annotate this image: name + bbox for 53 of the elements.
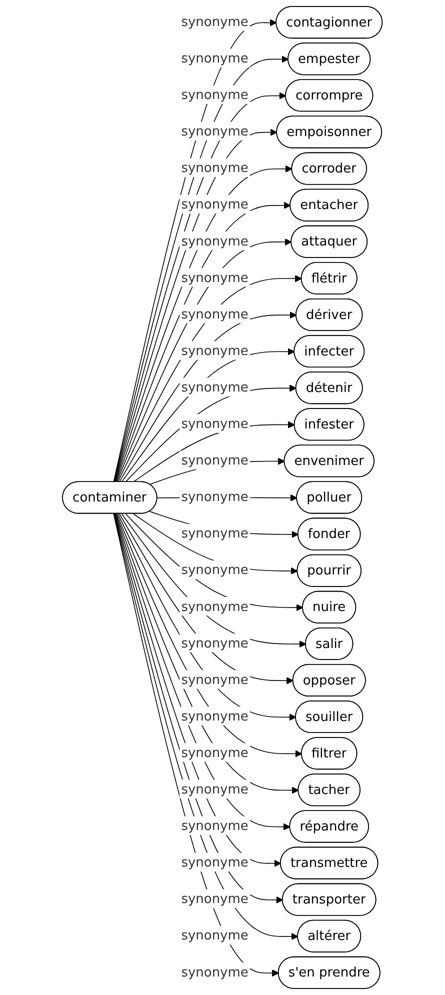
edge-label: synonyme <box>180 597 250 616</box>
word-node: filtrer <box>301 737 358 770</box>
word-node: s'en prendre <box>278 956 380 989</box>
word-node: infester <box>294 408 365 441</box>
edge-label: synonyme <box>180 670 250 689</box>
edge-label: synonyme <box>180 524 250 543</box>
word-node: salir <box>305 627 354 660</box>
edge-label: synonyme <box>180 780 250 798</box>
word-node: corrompre <box>285 79 374 112</box>
edge-label: synonyme <box>180 122 250 141</box>
edge-label: synonyme <box>180 634 250 652</box>
word-node: infecter <box>294 335 365 368</box>
edge-label: synonyme <box>180 231 250 250</box>
word-node: opposer <box>292 664 366 696</box>
edge-label: synonyme <box>180 48 250 68</box>
word-node: attaquer <box>290 225 368 258</box>
edge-label: synonyme <box>180 194 250 214</box>
word-node: transmettre <box>280 846 378 880</box>
word-node: pourrir <box>296 554 362 587</box>
edge-label: synonyme <box>180 889 250 908</box>
edge-label: synonyme <box>180 414 250 433</box>
edge-label: synonyme <box>180 706 250 726</box>
word-node: souiller <box>295 700 364 734</box>
word-node: altérer <box>297 920 362 952</box>
word-node: fonder <box>298 518 361 550</box>
word-node: nuire <box>302 590 356 624</box>
word-node: dériver <box>296 298 363 331</box>
word-node: transporter <box>282 883 376 916</box>
word-node: contagionner <box>276 6 383 39</box>
word-node: entacher <box>290 188 369 222</box>
word-node: envenimer <box>284 444 375 478</box>
edge-label: synonyme <box>180 450 250 470</box>
edge-label: synonyme <box>180 852 250 872</box>
edge-label: synonyme <box>180 962 250 982</box>
word-node: empester <box>288 42 371 76</box>
word-node: flétrir <box>301 262 358 294</box>
word-node: détenir <box>296 372 363 404</box>
word-node: empoisonner <box>276 116 382 148</box>
edge-label: synonyme <box>180 743 250 762</box>
edge-label: synonyme <box>180 158 250 178</box>
edge-label: synonyme <box>180 560 250 580</box>
word-node: polluer <box>296 481 362 514</box>
word-node: tacher <box>298 774 361 806</box>
edge-label: synonyme <box>180 268 250 287</box>
edge-label: synonyme <box>180 378 250 396</box>
word-node: répandre <box>289 810 370 843</box>
edge-label: synonyme <box>180 341 250 360</box>
word-node: corroder <box>291 152 368 185</box>
edge-label: synonyme <box>180 85 250 104</box>
edge-label: synonyme <box>180 304 250 324</box>
edge-label: synonyme <box>180 926 250 945</box>
word-node: contaminer <box>62 481 158 514</box>
edge-label: synonyme <box>180 816 250 835</box>
